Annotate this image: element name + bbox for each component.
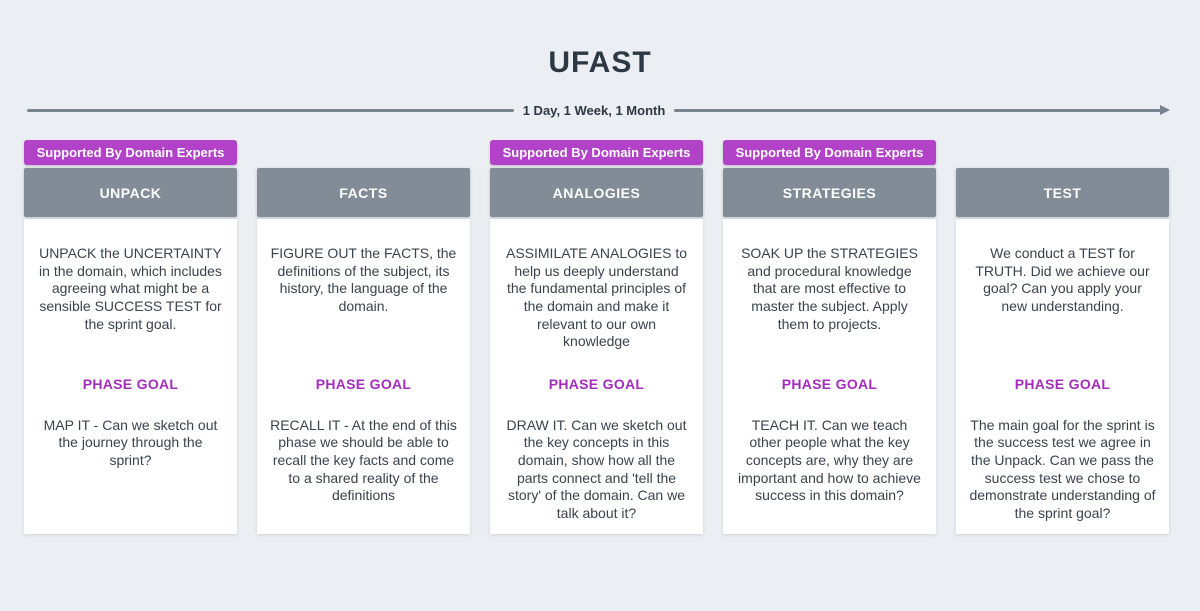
column-facts: FACTS FIGURE OUT the FACTS, the definiti…	[257, 140, 470, 534]
phase-goal-text: MAP IT - Can we sketch out the journey t…	[43, 416, 218, 468]
column-header-strategies: STRATEGIES	[723, 168, 936, 217]
badge-spacer	[956, 140, 1169, 168]
phase-card-test: We conduct a TEST for TRUTH. Did we achi…	[956, 219, 1169, 534]
timeline-line-right	[674, 108, 1161, 112]
timeline-line-left	[27, 108, 514, 112]
timeline-arrow: 1 Day, 1 Week, 1 Month	[27, 102, 1170, 118]
phase-description: SOAK UP the STRATEGIES and procedural kn…	[741, 245, 918, 332]
phase-goal-label: PHASE GOAL	[315, 376, 412, 392]
domain-experts-badge: Supported By Domain Experts	[723, 140, 936, 165]
phase-columns: Supported By Domain Experts UNPACK UNPAC…	[24, 140, 1169, 534]
phase-description: We conduct a TEST for TRUTH. Did we achi…	[975, 245, 1150, 314]
phase-card-unpack: UNPACK the UNCERTAINTY in the domain, wh…	[24, 219, 237, 534]
phase-goal-text: DRAW IT. Can we sketch out the key conce…	[506, 416, 687, 521]
column-unpack: Supported By Domain Experts UNPACK UNPAC…	[24, 140, 237, 534]
column-analogies: Supported By Domain Experts ANALOGIES AS…	[490, 140, 703, 534]
phase-goal-text: TEACH IT. Can we teach other people what…	[738, 416, 921, 504]
timeline-label: 1 Day, 1 Week, 1 Month	[522, 102, 666, 118]
phase-description: FIGURE OUT the FACTS, the definitions of…	[270, 245, 457, 314]
phase-goal-text: RECALL IT - At the end of this phase we …	[270, 416, 457, 504]
column-header-facts: FACTS	[257, 168, 470, 217]
phase-goal-label: PHASE GOAL	[1014, 376, 1111, 392]
arrow-right-icon	[1160, 105, 1170, 115]
domain-experts-badge: Supported By Domain Experts	[490, 140, 703, 165]
phase-card-facts: FIGURE OUT the FACTS, the definitions of…	[257, 219, 470, 534]
phase-goal-label: PHASE GOAL	[548, 376, 645, 392]
column-header-test: TEST	[956, 168, 1169, 217]
phase-goal-label: PHASE GOAL	[781, 376, 878, 392]
phase-card-analogies: ASSIMILATE ANALOGIES to help us deeply u…	[490, 219, 703, 534]
column-header-analogies: ANALOGIES	[490, 168, 703, 217]
phase-card-strategies: SOAK UP the STRATEGIES and procedural kn…	[723, 219, 936, 534]
phase-goal-text: The main goal for the sprint is the succ…	[969, 416, 1156, 521]
column-test: TEST We conduct a TEST for TRUTH. Did we…	[956, 140, 1169, 534]
column-strategies: Supported By Domain Experts STRATEGIES S…	[723, 140, 936, 534]
phase-goal-label: PHASE GOAL	[82, 376, 179, 392]
page-title: UFAST	[548, 46, 652, 79]
badge-spacer	[257, 140, 470, 168]
domain-experts-badge: Supported By Domain Experts	[24, 140, 237, 165]
phase-description: UNPACK the UNCERTAINTY in the domain, wh…	[39, 245, 222, 332]
phase-description: ASSIMILATE ANALOGIES to help us deeply u…	[505, 245, 688, 350]
column-header-unpack: UNPACK	[24, 168, 237, 217]
